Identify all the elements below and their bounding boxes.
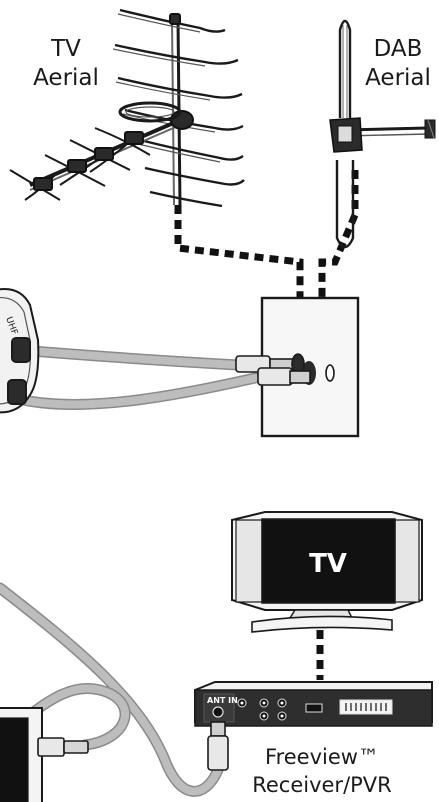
dotted-connections [174,170,359,680]
receiver-port-label: ANT IN [207,696,238,705]
tv-screen-label: TV [309,549,347,579]
wall-socket-icon [235,296,360,438]
second-tv-icon [0,707,43,802]
tv-aerial-label-line2: Aerial [33,65,99,91]
receiver-box-icon: ANT IN [194,681,433,727]
dotted-line-dab-aerial [318,170,359,298]
tv-aerial-label: TV Aerial [33,36,99,91]
coax-cables [0,344,261,797]
receiver-label-line2: Receiver/PVR [252,773,392,797]
dab-aerial-label-line1: DAB [374,36,423,62]
dotted-line-tv-aerial [174,205,304,298]
splitter-icon: UHF [0,288,40,414]
tv-screen [261,518,396,604]
tv-icon: TV [231,511,423,633]
tv-aerial-icon [9,8,245,208]
dab-aerial-label-line2: Aerial [365,65,431,91]
receiver-label: Freeview™ Receiver/PVR [252,745,392,797]
dab-aerial-label: DAB Aerial [365,36,431,91]
coax-plug-lower [257,367,311,386]
receiver-coax-plug [207,721,229,771]
hdmi-plug [37,737,89,757]
receiver-label-line1: Freeview™ [265,745,379,769]
dab-aerial-icon [329,19,436,249]
tv-aerial-label-line1: TV [50,36,81,62]
